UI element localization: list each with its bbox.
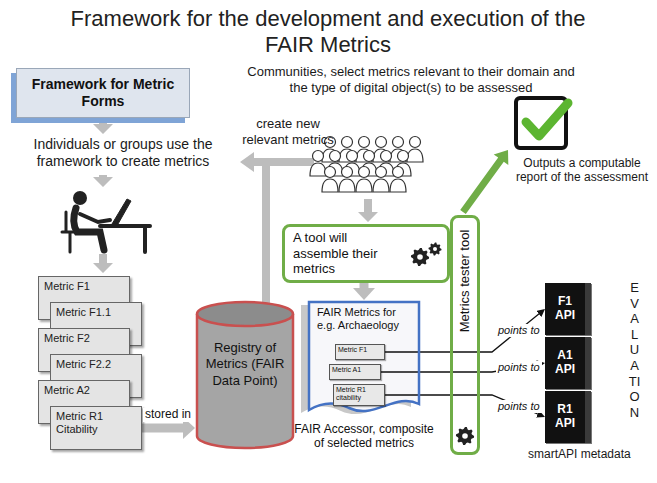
person-body — [373, 179, 389, 192]
api-text: F1 API — [547, 295, 583, 323]
diagram-title: Framework for the development and execut… — [68, 6, 588, 59]
gear-hole — [462, 433, 468, 439]
form-title: Framework for Metric Forms — [25, 76, 181, 110]
flow-connector — [142, 424, 183, 433]
edge-label: points to — [496, 324, 542, 337]
person-head — [313, 151, 324, 162]
tool-text: A tool will assemble their metrics — [293, 230, 405, 277]
gear-icon — [453, 424, 477, 448]
mini-metric-text: Metric F1 — [338, 346, 382, 354]
metric-card-text: Metric A2 — [44, 384, 124, 397]
registry-text: Registry of Metrics (FAIR Data Point) — [199, 340, 291, 389]
note-label: Outputs a computable report of the asses… — [512, 156, 652, 185]
person-body — [339, 179, 355, 192]
report-check-icon — [516, 98, 568, 148]
edge-label: stored in — [143, 408, 193, 422]
note-label: smartAPI metadata — [528, 447, 640, 461]
api-node: F1 API — [545, 283, 591, 335]
person-body — [310, 163, 326, 176]
flow-connector — [360, 283, 369, 288]
vertical-label: EVALUATION — [628, 280, 641, 420]
mini-node: Metric R1 citability — [333, 384, 385, 406]
person-head — [376, 137, 387, 148]
person-body — [390, 179, 406, 192]
metric-card-text: Metric F2 — [44, 332, 124, 345]
cylinder-body — [197, 314, 293, 448]
metric-card-text: Metric F1.1 — [56, 306, 136, 319]
note-label: Individuals or groups use the framework … — [6, 136, 240, 170]
report-arrow — [460, 150, 508, 214]
person-head — [342, 167, 353, 178]
api-text: R1 API — [547, 403, 583, 431]
mini-node: Metric A1 — [329, 364, 381, 380]
person-head — [410, 137, 421, 148]
person-head — [393, 137, 404, 148]
person-head — [393, 167, 404, 178]
metric-card-text: Metric F2.2 — [56, 358, 136, 371]
person-head — [347, 151, 358, 162]
metric-card-text: Metric R1 Citability — [56, 410, 136, 436]
person-head — [342, 137, 353, 148]
tester-node: Metrics tester tool — [450, 215, 480, 455]
api-node: R1 API — [545, 391, 591, 443]
person-head — [398, 151, 409, 162]
person-head — [325, 167, 336, 178]
gears-icon — [408, 239, 444, 269]
edge-label: points to — [496, 400, 542, 413]
person-at-laptop — [62, 191, 150, 252]
doc-node: FAIR Metrics for e.g. ArchaeologyFAIR Ac… — [305, 300, 423, 418]
note-label: create new relevant metrics — [236, 116, 340, 147]
card-node: Metric R1 Citability — [50, 406, 142, 450]
mini-node: Metric F1 — [335, 344, 385, 360]
person-head — [364, 151, 375, 162]
person-head — [376, 167, 387, 178]
api-node: A1 API — [545, 337, 591, 389]
green-node: A tool will assemble their metrics — [282, 224, 450, 283]
accessor-caption: FAIR Accessor, composite of selected met… — [289, 422, 439, 451]
document-border — [309, 302, 419, 411]
note-label: Communities, select metrics relevant to … — [244, 64, 578, 95]
mini-metric-text: Metric A1 — [332, 366, 378, 374]
gear-icon — [429, 242, 442, 255]
gear-hole — [417, 254, 423, 260]
person-head — [381, 151, 392, 162]
api-text: A1 API — [547, 349, 583, 377]
person-head — [359, 137, 370, 148]
person-body — [356, 179, 372, 192]
gear-icon — [456, 427, 474, 445]
tester-text: Metrics tester tool — [457, 230, 473, 333]
person-body — [407, 149, 423, 162]
gear-icon — [411, 247, 429, 265]
accessor-heading: FAIR Metrics for e.g. Archaeology — [305, 300, 423, 332]
metric-card-text: Metric F1 — [44, 280, 124, 293]
person-head — [330, 151, 341, 162]
person-head — [359, 167, 370, 178]
accessor-sheet-fill — [301, 302, 419, 414]
gear-hole — [433, 247, 437, 251]
person-body — [322, 179, 338, 192]
edge-label: points to — [496, 361, 542, 374]
cyl-node: Registry of Metrics (FAIR Data Point) — [195, 300, 295, 450]
cylinder-top — [197, 302, 293, 326]
frame-node: Framework for Metric Forms — [16, 68, 190, 118]
mini-metric-text: Metric R1 citability — [336, 386, 382, 401]
